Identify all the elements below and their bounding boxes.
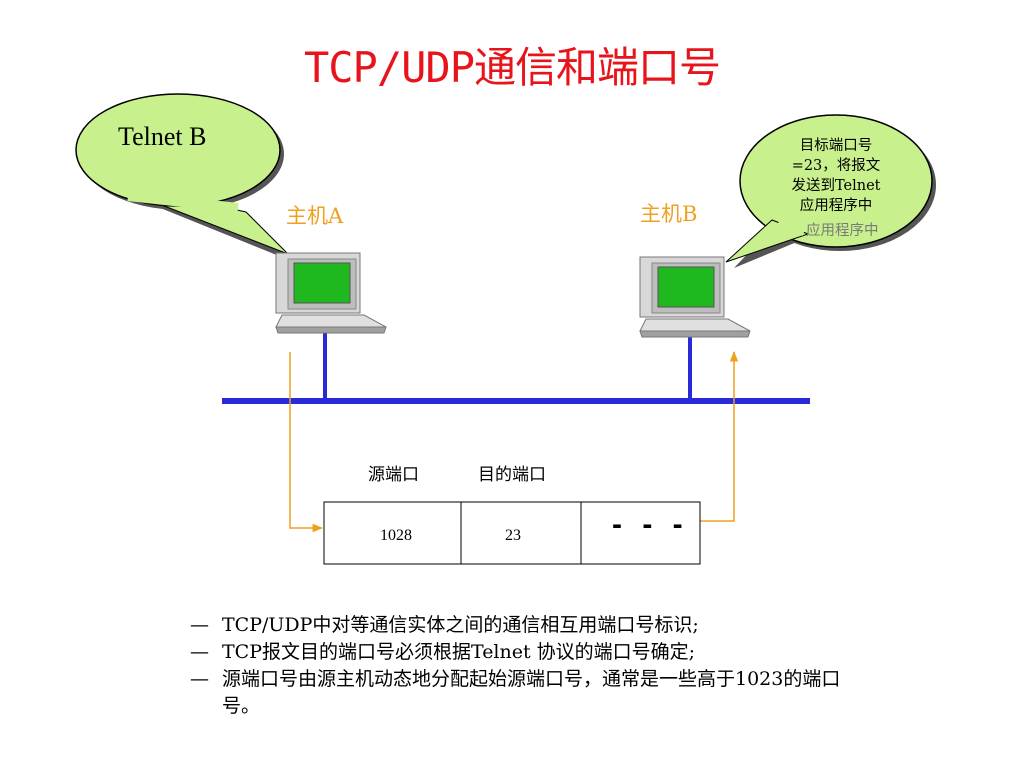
source-port-value: 1028 <box>380 527 412 544</box>
bubble-right-line-2: =23，将报文 <box>791 158 881 174</box>
note-item: — TCP报文目的端口号必须根据Telnet 协议的端口号确定; <box>190 639 870 666</box>
note-item: — TCP/UDP中对等通信实体之间的通信相互用端口号标识; <box>190 612 870 639</box>
arrow-to-host-b <box>700 350 739 522</box>
host-b-label: 主机B <box>640 202 698 226</box>
note-dash: — <box>190 641 209 663</box>
computer-b-icon <box>639 256 751 338</box>
speech-bubble-left <box>75 93 294 262</box>
arrow-to-packet <box>289 352 324 533</box>
note-dash: — <box>190 668 209 690</box>
bubble-right-line-3: 发送到Telnet <box>791 178 881 194</box>
notes-list: — TCP/UDP中对等通信实体之间的通信相互用端口号标识; — TCP报文目的… <box>190 612 870 720</box>
slide-title: TCP/UDP通信和端口号 <box>303 43 721 92</box>
bubble-right-line-1: 目标端口号 <box>799 138 873 154</box>
dest-port-label: 目的端口 <box>478 465 546 485</box>
note-item: — 源端口号由源主机动态地分配起始源端口号，通常是一些高于1023的端口号。 <box>190 666 842 720</box>
bubble-right-line-4: 应用程序中 <box>799 198 873 214</box>
note-dash: — <box>190 614 209 636</box>
note-text: 源端口号由源主机动态地分配起始源端口号，通常是一些高于1023的端口号。 <box>222 668 841 717</box>
dest-port-value: 23 <box>505 527 521 544</box>
bubble-right-text: 目标端口号 =23，将报文 发送到Telnet 应用程序中 <box>761 136 911 216</box>
packet-data-dashes: - - - <box>612 508 689 541</box>
computer-a-icon <box>275 252 387 334</box>
note-text: TCP/UDP中对等通信实体之间的通信相互用端口号标识; <box>222 614 699 636</box>
speech-bubble-right <box>725 114 936 268</box>
packet-box <box>323 501 701 565</box>
host-a-label: 主机A <box>286 204 344 228</box>
bubble-right-shadow-text: 应用程序中 <box>806 223 879 239</box>
source-port-label: 源端口 <box>368 465 419 485</box>
note-text: TCP报文目的端口号必须根据Telnet 协议的端口号确定; <box>222 641 696 663</box>
bubble-left-text: Telnet B <box>118 122 207 151</box>
